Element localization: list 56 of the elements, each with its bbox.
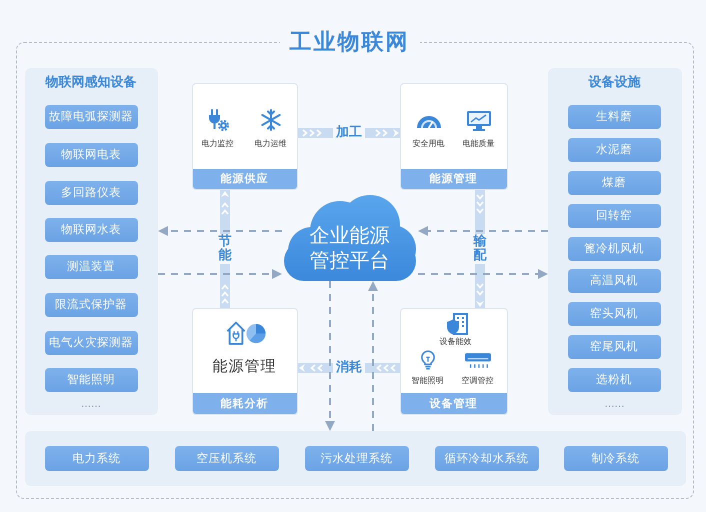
equipment-box: 篦冷机风机 xyxy=(568,236,660,260)
card-footer: 设备管理 xyxy=(400,392,506,414)
icon-label: 电力监控 xyxy=(200,138,234,148)
system-box: 污水处理系统 xyxy=(304,446,408,470)
equipment-box: 窑尾风机 xyxy=(568,334,660,358)
card-title: 能源管理 xyxy=(212,356,278,376)
icon-label: 电能质量 xyxy=(462,138,496,148)
dashed-arrow xyxy=(325,281,335,431)
device-box: 限流式保护器 xyxy=(44,292,138,316)
icon-label: 空调管控 xyxy=(460,374,494,386)
edge-label: 节能 xyxy=(216,234,234,264)
icon-label: 安全用电 xyxy=(412,138,446,148)
device-box: 测温装置 xyxy=(44,254,138,278)
device-box: 故障电弧探测器 xyxy=(44,104,138,128)
card-footer: 能源供应 xyxy=(192,168,296,188)
equipment-box: 窑头风机 xyxy=(568,302,660,326)
edge-label: 加工 xyxy=(333,125,365,141)
panel-heading: 物联网感知设备 xyxy=(44,74,138,92)
icon-label: 智能照明 xyxy=(410,374,444,386)
icon-label: 电力运维 xyxy=(254,138,288,148)
card-footer: 能耗分析 xyxy=(192,392,296,414)
ellipsis-text: …… xyxy=(604,398,626,412)
edge-label: 输配 xyxy=(472,234,488,264)
cloud-label: 企业能源管控平台 xyxy=(308,222,390,274)
dashed-arrow xyxy=(158,269,282,279)
device-box: 电气火灾探测器 xyxy=(44,330,138,354)
dashed-arrow xyxy=(418,226,548,236)
equipment-box: 回转窑 xyxy=(568,204,660,228)
equipment-box: 煤磨 xyxy=(568,170,660,194)
device-box: 智能照明 xyxy=(44,368,138,392)
icon-label: 设备能效 xyxy=(438,336,472,346)
equipment-box: 水泥磨 xyxy=(568,138,660,162)
info-card xyxy=(400,82,508,190)
equipment-box: 选粉机 xyxy=(568,368,660,392)
dashed-arrow xyxy=(158,226,282,236)
device-box: 物联网电表 xyxy=(44,142,138,166)
device-box: 物联网水表 xyxy=(44,218,138,242)
device-box: 多回路仪表 xyxy=(44,180,138,204)
system-panel xyxy=(24,430,686,486)
ellipsis-text: …… xyxy=(80,398,102,412)
side-panel xyxy=(24,68,158,414)
dashed-arrow xyxy=(418,269,548,279)
info-card xyxy=(192,82,298,190)
card-footer: 能源管理 xyxy=(400,168,506,188)
equipment-box: 生料磨 xyxy=(568,104,660,128)
edge-label: 消耗 xyxy=(333,360,365,376)
info-card xyxy=(400,308,508,414)
dashed-arrow xyxy=(368,281,378,431)
system-box: 制冷系统 xyxy=(564,446,668,470)
panel-heading: 设备设施 xyxy=(587,74,642,92)
system-box: 空压机系统 xyxy=(174,446,278,470)
system-box: 电力系统 xyxy=(44,446,148,470)
side-panel xyxy=(548,68,682,414)
system-box: 循环冷却水系统 xyxy=(434,446,538,470)
info-card xyxy=(192,308,298,414)
equipment-box: 高温风机 xyxy=(568,268,660,292)
